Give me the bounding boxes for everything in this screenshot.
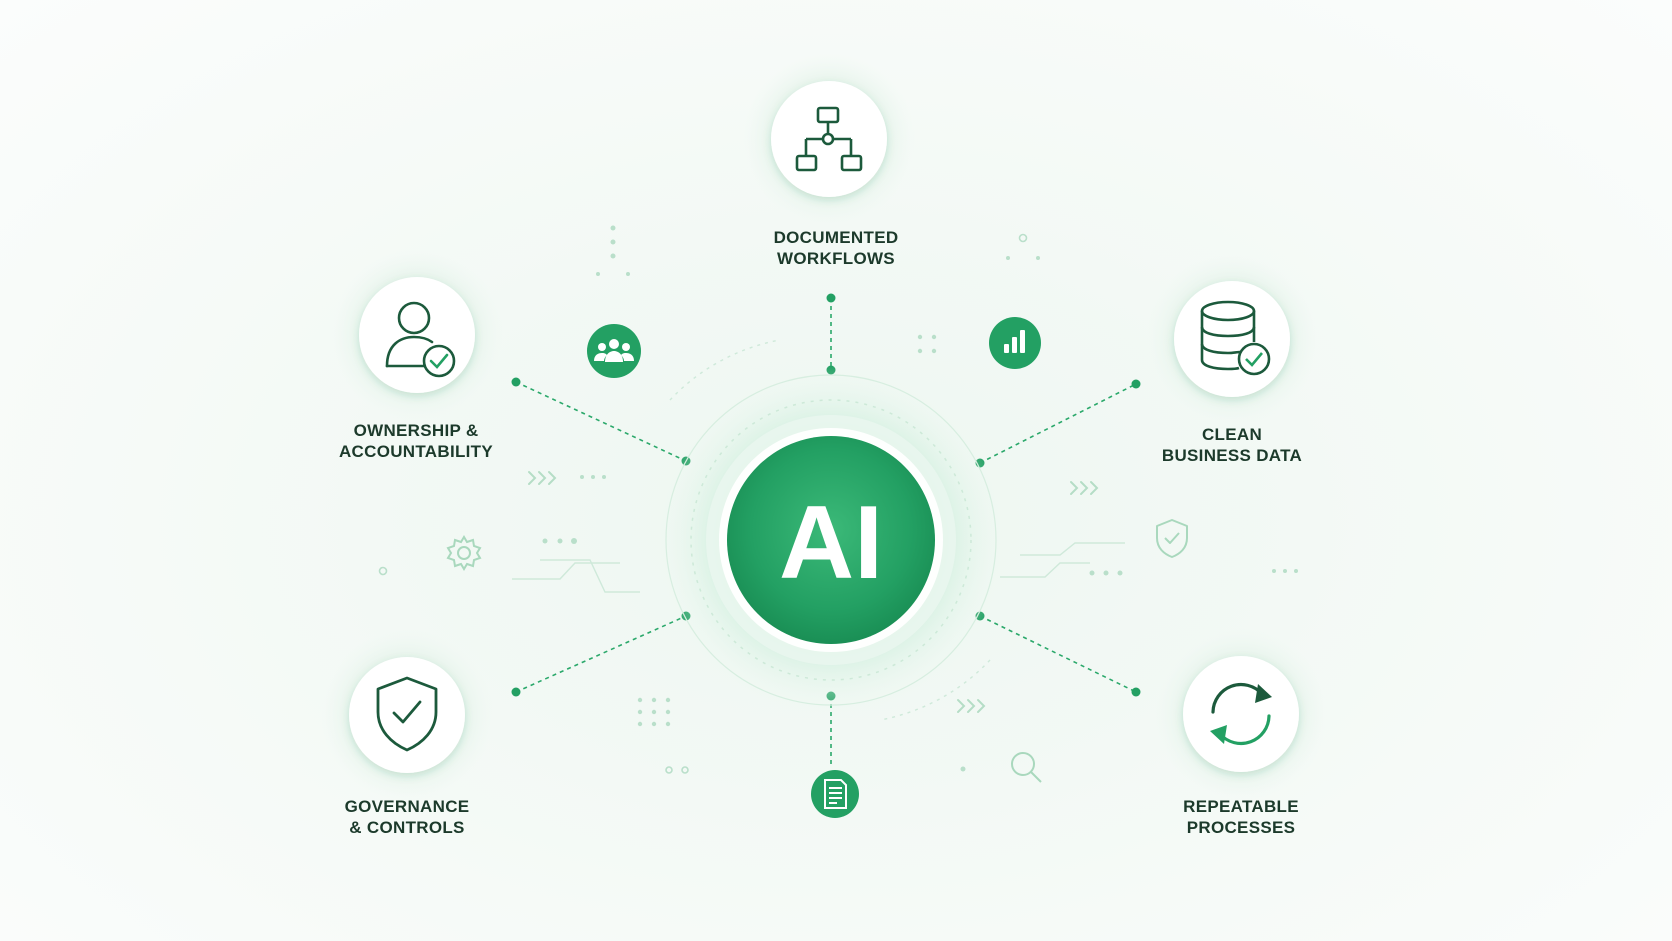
label-repeatable-line1: REPEATABLE	[1183, 797, 1299, 816]
label-documented-workflows: DOCUMENTED WORKFLOWS	[729, 227, 943, 269]
document-icon	[811, 770, 859, 818]
gear-icon	[446, 535, 482, 571]
node-clean-business-data	[1146, 253, 1318, 425]
bar-chart-icon	[989, 317, 1041, 369]
connector-lower-left	[515, 615, 687, 693]
label-documented-workflows-line2: WORKFLOWS	[777, 249, 895, 268]
shield-check-icon	[376, 676, 438, 752]
label-ownership-line1: OWNERSHIP &	[353, 421, 479, 440]
node-governance-controls	[321, 629, 493, 801]
magnifier-icon	[1011, 752, 1042, 783]
node-repeatable-processes	[1155, 628, 1327, 800]
refresh-cycle-icon	[1210, 682, 1272, 746]
label-clean-data-line2: BUSINESS DATA	[1161, 446, 1303, 465]
node-ownership-accountability	[331, 249, 503, 421]
label-clean-business-data: CLEAN BUSINESS DATA	[1122, 424, 1342, 466]
database-check-icon	[1200, 300, 1271, 376]
label-governance-line2: & CONTROLS	[349, 818, 465, 837]
label-repeatable-line2: PROCESSES	[1186, 818, 1296, 837]
node-documented-workflows	[743, 53, 915, 225]
team-icon	[587, 324, 641, 378]
connector-upper-right	[979, 383, 1137, 464]
ai-hub: AI	[656, 365, 1006, 715]
shield-outline-icon	[1156, 519, 1188, 558]
connector-lower-right	[979, 615, 1137, 693]
label-governance-controls: GOVERNANCE & CONTROLS	[297, 796, 517, 838]
label-ownership-accountability: OWNERSHIP & ACCOUNTABILITY	[306, 420, 526, 462]
label-ownership-line2: ACCOUNTABILITY	[338, 442, 494, 461]
label-documented-workflows-line1: DOCUMENTED	[773, 228, 899, 247]
label-repeatable-processes: REPEATABLE PROCESSES	[1131, 796, 1351, 838]
ai-label: AI	[779, 485, 883, 601]
label-clean-data-line1: CLEAN	[1201, 425, 1263, 444]
connector-upper-left	[515, 381, 687, 462]
user-check-icon	[385, 301, 456, 378]
label-governance-line1: GOVERNANCE	[344, 797, 470, 816]
flowchart-icon	[795, 106, 863, 172]
chevrons-decor	[528, 471, 1099, 713]
decor-dots	[542, 225, 1298, 772]
decor-rings	[378, 233, 1028, 774]
circuit-traces	[512, 339, 1125, 721]
